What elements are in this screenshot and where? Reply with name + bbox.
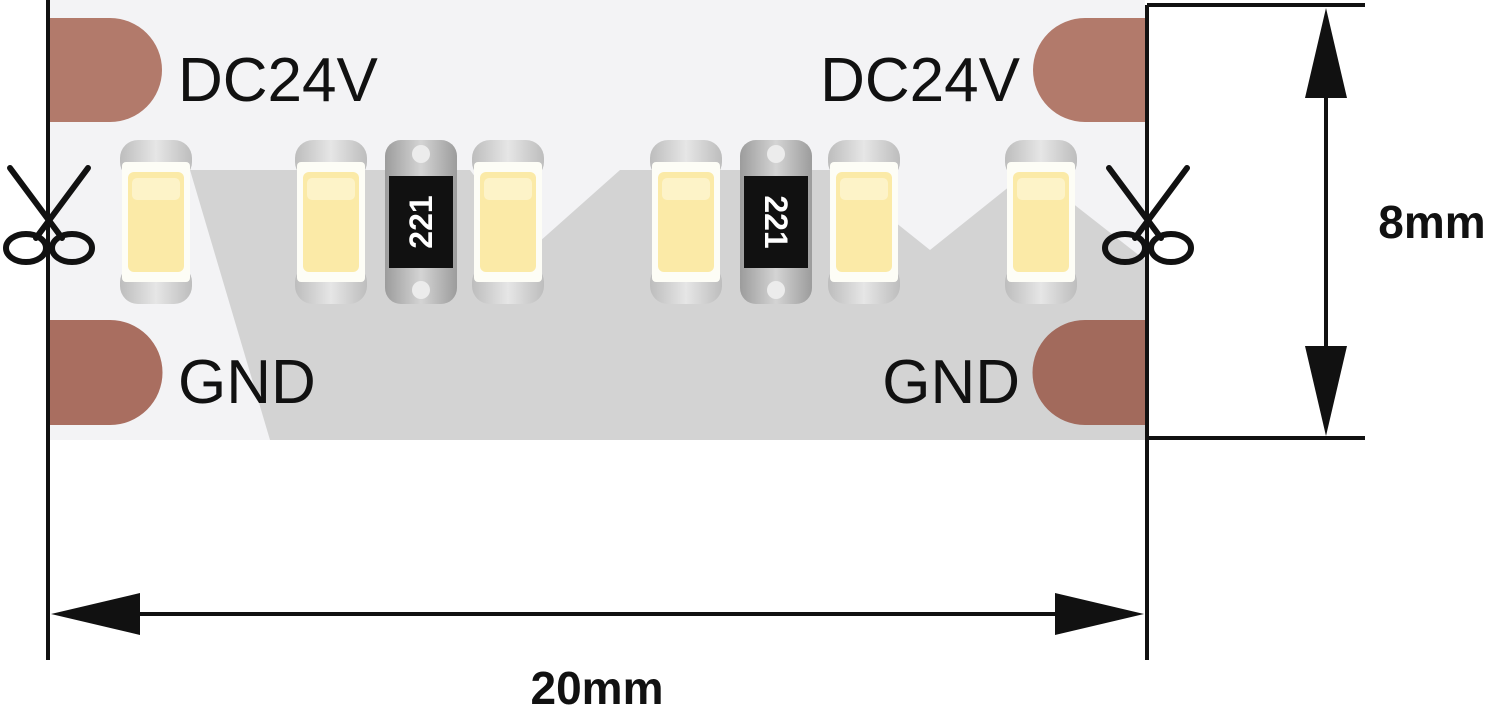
label-gnd-left: GND	[178, 348, 316, 417]
resistor-code: 221	[403, 195, 439, 248]
pad-top-left	[50, 18, 162, 122]
led-chip	[295, 140, 367, 304]
height-label: 8mm	[1378, 196, 1485, 248]
width-label: 20mm	[531, 662, 664, 707]
led-chip	[828, 140, 900, 304]
label-dc24v-right: DC24V	[820, 46, 1021, 115]
scissors-icon	[1102, 165, 1194, 265]
arrow-icon	[1055, 593, 1144, 635]
scissors-icon	[3, 165, 95, 265]
arrow-icon	[1305, 346, 1347, 436]
led-chip	[472, 140, 544, 304]
arrow-icon	[51, 593, 140, 635]
resistors: 221 221	[385, 140, 812, 304]
label-gnd-right: GND	[882, 348, 1020, 417]
pad-bottom-right	[1032, 320, 1145, 425]
resistor-code: 221	[758, 195, 794, 248]
led-chip	[650, 140, 722, 304]
resistor: 221	[385, 140, 457, 304]
led-chip	[1005, 140, 1077, 304]
led-chip	[120, 140, 192, 304]
led-chips	[120, 140, 1077, 304]
label-dc24v-left: DC24V	[178, 46, 379, 115]
arrow-icon	[1305, 8, 1347, 98]
resistor: 221	[740, 140, 812, 304]
pad-bottom-left	[50, 320, 163, 425]
pad-top-right	[1033, 18, 1145, 122]
